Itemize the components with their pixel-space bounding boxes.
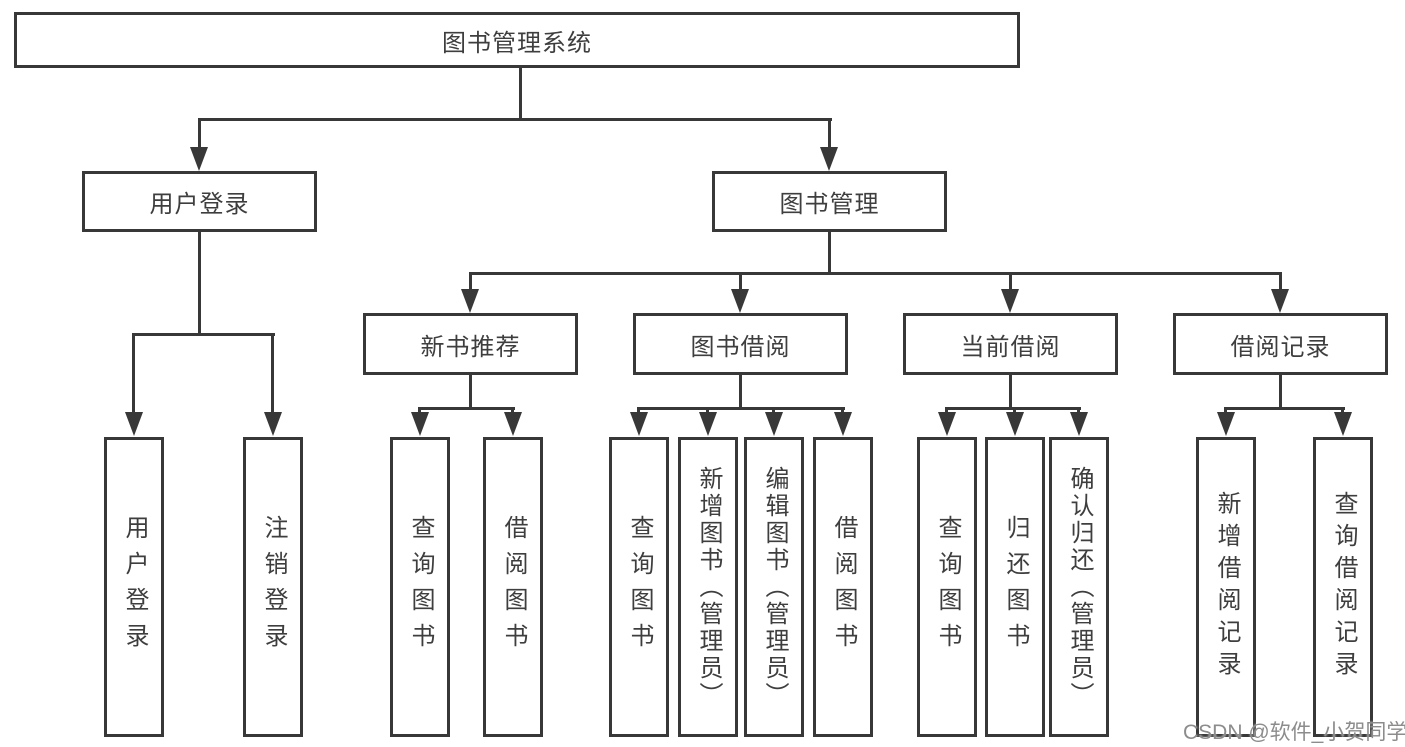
node-label: 图书管理系统: [442, 29, 592, 57]
connector-line: [1224, 407, 1345, 410]
node-label: 图书借阅: [690, 333, 791, 361]
connector-line: [198, 118, 832, 121]
connector-line: [469, 272, 472, 292]
leaf-borrow-books-2: 借阅图书: [813, 437, 873, 737]
arrow-down-icon: [1334, 412, 1352, 436]
connector-line: [637, 407, 640, 416]
arrow-down-icon: [125, 412, 143, 436]
arrow-down-icon: [1271, 289, 1289, 313]
arrow-down-icon: [820, 147, 838, 171]
node-borrowing-records: 借阅记录: [1173, 313, 1388, 375]
node-label: 注销登录: [260, 515, 287, 659]
node-label: 新增借阅记录: [1213, 491, 1240, 683]
leaf-query-books-1: 查询图书: [390, 437, 450, 737]
connector-line: [132, 333, 135, 414]
node-label: 新书推荐: [420, 333, 521, 361]
leaf-query-books-2: 查询图书: [609, 437, 669, 737]
connector-line: [469, 272, 1282, 275]
arrow-down-icon: [1070, 412, 1088, 436]
arrow-down-icon: [1001, 289, 1019, 313]
arrow-down-icon: [461, 289, 479, 313]
connector-line: [772, 407, 775, 416]
arrow-down-icon: [1006, 412, 1024, 436]
node-book-borrowing: 图书借阅: [633, 313, 848, 375]
leaf-confirm-return-admin: 确认归还（管理员）: [1049, 437, 1109, 737]
arrow-down-icon: [765, 412, 783, 436]
node-label: 查询图书: [934, 515, 961, 659]
connector-line: [418, 407, 421, 416]
node-label: 借阅图书: [500, 515, 527, 659]
connector-line: [1279, 272, 1282, 292]
node-label: 查询借阅记录: [1330, 491, 1357, 683]
connector-line: [841, 407, 844, 416]
node-label: 图书管理: [779, 191, 880, 218]
connector-line: [739, 375, 742, 410]
node-new-book-recommend: 新书推荐: [363, 313, 578, 375]
arrow-down-icon: [1217, 412, 1235, 436]
connector-line: [828, 118, 831, 152]
leaf-user-login: 用户登录: [104, 437, 164, 737]
arrow-down-icon: [699, 412, 717, 436]
node-label: 借阅记录: [1230, 333, 1331, 361]
node-book-management: 图书管理: [712, 171, 947, 232]
arrow-down-icon: [834, 412, 852, 436]
connector-line: [418, 407, 515, 410]
connector-line: [739, 272, 742, 292]
connector-line: [637, 407, 845, 410]
connector-line: [1341, 407, 1344, 416]
leaf-edit-books-admin: 编辑图书（管理员）: [744, 437, 804, 737]
connector-line: [706, 407, 709, 416]
node-library-system: 图书管理系统: [14, 12, 1020, 68]
connector-line: [271, 333, 274, 414]
leaf-add-borrow-record: 新增借阅记录: [1196, 437, 1256, 737]
watermark: CSDN @软件_小贺同学: [1183, 721, 1405, 744]
node-user-login: 用户登录: [82, 171, 317, 232]
node-label: 确认归还（管理员）: [1066, 465, 1093, 709]
node-label: 查询图书: [407, 515, 434, 659]
connector-line: [1013, 407, 1016, 416]
leaf-add-books-admin: 新增图书（管理员）: [678, 437, 738, 737]
arrow-down-icon: [731, 289, 749, 313]
connector-line: [1009, 375, 1012, 410]
arrow-down-icon: [630, 412, 648, 436]
arrow-down-icon: [504, 412, 522, 436]
connector-line: [198, 232, 201, 335]
leaf-logout-login: 注销登录: [243, 437, 303, 737]
node-label: 用户登录: [121, 515, 148, 659]
arrow-down-icon: [190, 147, 208, 171]
connector-line: [1279, 375, 1282, 410]
node-label: 当前借阅: [960, 333, 1061, 361]
connector-line: [1077, 407, 1080, 416]
arrow-down-icon: [264, 412, 282, 436]
node-label: 归还图书: [1002, 515, 1029, 659]
arrow-down-icon: [938, 412, 956, 436]
connector-line: [945, 407, 948, 416]
node-label: 编辑图书（管理员）: [761, 465, 788, 709]
connector-line: [1224, 407, 1227, 416]
leaf-query-borrow-record: 查询借阅记录: [1313, 437, 1373, 737]
node-label: 查询图书: [626, 515, 653, 659]
node-label: 用户登录: [149, 191, 250, 218]
arrow-down-icon: [411, 412, 429, 436]
leaf-query-books-3: 查询图书: [917, 437, 977, 737]
node-label: 新增图书（管理员）: [695, 465, 722, 709]
connector-line: [1009, 272, 1012, 292]
connector-line: [469, 375, 472, 410]
node-label: 借阅图书: [830, 515, 857, 659]
connector-line: [511, 407, 514, 416]
leaf-borrow-books-1: 借阅图书: [483, 437, 543, 737]
connector-line: [132, 333, 275, 336]
leaf-return-books: 归还图书: [985, 437, 1045, 737]
node-current-borrowing: 当前借阅: [903, 313, 1118, 375]
connector-line: [198, 118, 201, 152]
connector-line: [828, 232, 831, 275]
connector-line: [519, 66, 522, 120]
